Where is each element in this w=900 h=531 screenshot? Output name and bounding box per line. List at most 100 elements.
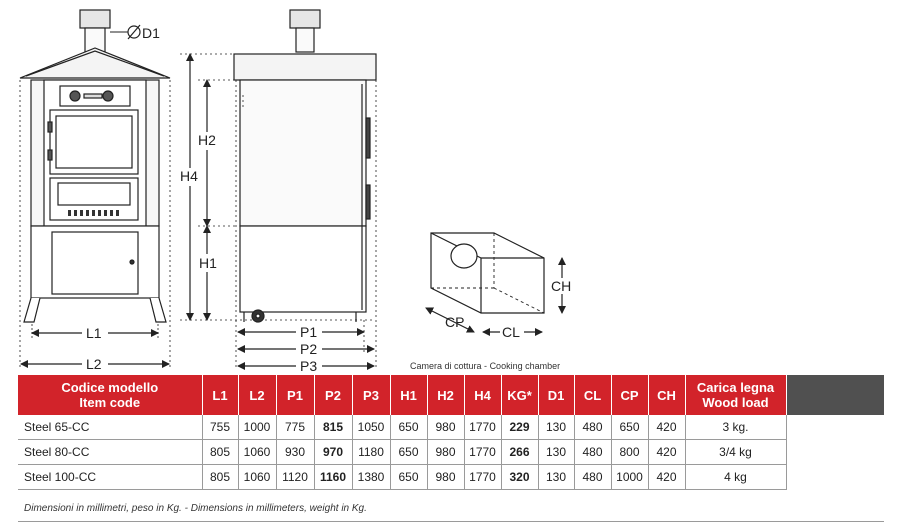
cell-value: 805 bbox=[201, 464, 238, 490]
dimension-h1: H1 bbox=[198, 225, 220, 321]
cell-value: 420 bbox=[647, 415, 685, 440]
cell-model: Steel 100-CC bbox=[18, 464, 202, 490]
cell-value: 805 bbox=[201, 439, 238, 465]
cell-value: 650 bbox=[389, 439, 427, 465]
label-d1: D1 bbox=[142, 25, 160, 41]
cell-value: 980 bbox=[426, 415, 464, 440]
label-p1: P1 bbox=[300, 324, 317, 340]
cell-value: 480 bbox=[573, 415, 611, 440]
header-h2: H2 bbox=[426, 375, 464, 415]
label-cp: CP bbox=[445, 314, 464, 330]
side-view bbox=[233, 9, 377, 323]
cell-value: 1060 bbox=[237, 464, 276, 490]
cell-value: 130 bbox=[537, 464, 574, 490]
cell-model: Steel 65-CC bbox=[18, 415, 202, 440]
header-cl: CL bbox=[573, 375, 611, 415]
cell-value: 1180 bbox=[351, 439, 390, 465]
label-l1: L1 bbox=[86, 325, 102, 341]
cell-value: 1050 bbox=[351, 415, 390, 440]
cell-model: Steel 80-CC bbox=[18, 439, 202, 465]
header-blank bbox=[785, 375, 884, 415]
cell-value: 1770 bbox=[463, 439, 501, 465]
dimension-l2: L2 bbox=[19, 80, 171, 373]
dimension-ch: CH bbox=[551, 257, 575, 314]
cell-value: 800 bbox=[610, 439, 648, 465]
cell-value: 320 bbox=[500, 464, 538, 490]
cell-value: 420 bbox=[647, 439, 685, 465]
label-ch: CH bbox=[551, 278, 571, 294]
cell-value: 420 bbox=[647, 464, 685, 490]
dimension-cl: CL bbox=[482, 323, 543, 340]
header-d1: D1 bbox=[537, 375, 574, 415]
cooking-chamber-caption: Camera di cottura - Cooking chamber bbox=[410, 361, 560, 371]
label-l2: L2 bbox=[86, 356, 102, 372]
cell-value: 650 bbox=[389, 464, 427, 490]
caption-it: Camera di cottura bbox=[410, 361, 482, 371]
header-l2: L2 bbox=[237, 375, 276, 415]
cell-value: 980 bbox=[426, 439, 464, 465]
label-cl: CL bbox=[502, 324, 520, 340]
header-kg: KG* bbox=[500, 375, 538, 415]
bottom-divider bbox=[18, 521, 884, 522]
cell-value: 755 bbox=[201, 415, 238, 440]
caption-en: Cooking chamber bbox=[489, 361, 561, 371]
label-h1: H1 bbox=[199, 255, 217, 271]
cell-value: 1000 bbox=[237, 415, 276, 440]
cell-value: 930 bbox=[275, 439, 314, 465]
cell-blank bbox=[785, 464, 884, 490]
caption-separator: - bbox=[484, 361, 488, 371]
cell-value: 650 bbox=[389, 415, 427, 440]
cell-wood-load: 3/4 kg bbox=[684, 439, 786, 465]
cell-value: 130 bbox=[537, 439, 574, 465]
front-view bbox=[19, 9, 171, 323]
dimension-l1: L1 bbox=[31, 323, 159, 341]
cell-value: 480 bbox=[573, 439, 611, 465]
cell-value: 1000 bbox=[610, 464, 648, 490]
cooking-chamber-diagram bbox=[430, 232, 545, 314]
dimension-h4: H4 bbox=[180, 53, 202, 321]
table-row: Steel 65-CC 755 1000 775 815 1050 650 98… bbox=[18, 415, 884, 440]
cell-value: 1060 bbox=[237, 439, 276, 465]
cell-value: 980 bbox=[426, 464, 464, 490]
d1-annotation: D1 bbox=[110, 24, 160, 41]
cell-value: 775 bbox=[275, 415, 314, 440]
header-p1: P1 bbox=[275, 375, 314, 415]
cell-value: 130 bbox=[537, 415, 574, 440]
header-p2: P2 bbox=[313, 375, 352, 415]
header-l1: L1 bbox=[201, 375, 238, 415]
label-h4: H4 bbox=[180, 168, 198, 184]
dimension-p1: P1 bbox=[237, 323, 365, 341]
dimension-p2: P2 bbox=[237, 340, 375, 358]
label-p3: P3 bbox=[300, 358, 317, 374]
header-h4: H4 bbox=[463, 375, 501, 415]
units-note: Dimensioni in millimetri, peso in Kg. - … bbox=[24, 503, 367, 514]
table-row: Steel 80-CC 805 1060 930 970 1180 650 98… bbox=[18, 439, 884, 465]
cell-value: 1380 bbox=[351, 464, 390, 490]
cell-wood-load: 4 kg bbox=[684, 464, 786, 490]
dimension-p3: P3 bbox=[237, 358, 375, 375]
label-p2: P2 bbox=[300, 341, 317, 357]
cell-value: 480 bbox=[573, 464, 611, 490]
technical-drawing: D1 L1 L2 H4 H2 H1 bbox=[19, 9, 575, 375]
header-p3: P3 bbox=[351, 375, 390, 415]
cell-value: 229 bbox=[500, 415, 538, 440]
cell-value: 266 bbox=[500, 439, 538, 465]
cell-blank bbox=[785, 415, 884, 440]
cell-value: 1770 bbox=[463, 464, 501, 490]
cell-value: 1160 bbox=[313, 464, 352, 490]
table-row: Steel 100-CC 805 1060 1120 1160 1380 650… bbox=[18, 464, 884, 490]
dimension-h2: H2 bbox=[198, 79, 220, 227]
cell-value: 970 bbox=[313, 439, 352, 465]
side-extension-lines bbox=[235, 80, 377, 370]
cell-value: 650 bbox=[610, 415, 648, 440]
header-h1: H1 bbox=[389, 375, 427, 415]
cell-value: 1120 bbox=[275, 464, 314, 490]
header-ch: CH bbox=[647, 375, 685, 415]
cell-blank bbox=[785, 439, 884, 465]
header-cp: CP bbox=[610, 375, 648, 415]
cell-wood-load: 3 kg. bbox=[684, 415, 786, 440]
